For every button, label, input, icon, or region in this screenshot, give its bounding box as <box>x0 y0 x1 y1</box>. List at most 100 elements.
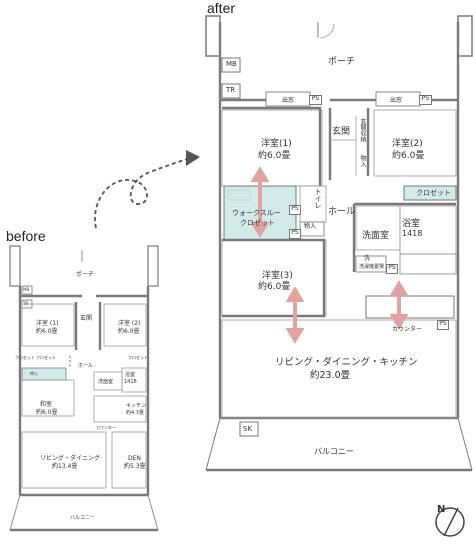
before-washroom-label: 洗面室 <box>98 379 114 385</box>
after-kitchen-counter <box>365 295 455 319</box>
after-bedroom3-wall <box>222 238 326 318</box>
after-kitchen-backcounter <box>399 253 457 275</box>
before-bedroom1 <box>21 303 75 347</box>
after-closet-bar <box>403 185 457 201</box>
after-ps-f: PS <box>437 320 449 330</box>
before-living <box>21 431 107 489</box>
before-den <box>111 431 147 489</box>
before-western2-size: 約6.0畳 <box>118 328 140 335</box>
after-mb-label: MB <box>226 60 237 68</box>
after-toilet-label: トイレ <box>314 188 322 209</box>
after-walkin-hatch <box>227 189 251 201</box>
before-western1-name: 洋室 (1) <box>36 320 59 327</box>
after-balcony-label: バルコニー <box>314 447 354 456</box>
before-bath <box>121 367 147 393</box>
before-kitchen-name: キッチン <box>126 403 147 409</box>
after-ps-c: PS <box>289 205 301 215</box>
after-tr-label: TR <box>226 86 236 94</box>
before-bath-label: 浴室 <box>125 372 136 378</box>
before-balcony-label: バルコニー <box>70 515 95 521</box>
before-storage-bar <box>21 367 67 381</box>
after-walkin-label1: ウォークスルー <box>232 209 281 217</box>
before-japanese-name: 和室 <box>40 401 53 408</box>
before-kitchen-size: 約4.3畳 <box>126 410 144 416</box>
after-arrows <box>250 166 409 344</box>
after-toilet <box>299 185 327 223</box>
after-western1-size: 約6.0畳 <box>258 151 291 161</box>
before-living-name: リビング・ダイニング <box>40 455 101 462</box>
after-mb-box <box>221 57 241 73</box>
before-bedroom2 <box>103 303 147 347</box>
before-living-size: 約13.4畳 <box>52 463 78 470</box>
arrow-walkin-head-down <box>250 222 270 238</box>
after-ps-a: PS <box>309 95 322 105</box>
arrow-counter-head-down <box>389 314 409 330</box>
after-western3-name: 洋室(3) <box>262 271 293 281</box>
before-hall-label: ホール <box>78 363 94 369</box>
after-living-name: リビング・ダイニング・キッチン <box>275 357 418 368</box>
after-porch-label: ポーチ <box>328 57 356 67</box>
after-title: after <box>207 0 236 16</box>
after-wash-space-label: 洗濯機置場 <box>359 264 385 270</box>
after-western2-size: 約6.0畳 <box>392 151 425 161</box>
before-western1-size: 約6.0畳 <box>36 328 58 335</box>
after-ps-e: PS <box>386 264 398 274</box>
before-bath-size: 1418 <box>124 379 137 385</box>
after-washroom <box>355 205 401 251</box>
before-porch-label: ポーチ <box>76 271 95 278</box>
after-wet-walls <box>352 202 456 272</box>
after-bath-name: 浴室 <box>402 219 421 229</box>
after-washroom-label: 洗面室 <box>362 231 390 241</box>
after-living-outline <box>221 319 457 419</box>
after-balcony-side-left <box>205 417 221 471</box>
before-column-left <box>9 245 21 287</box>
after-storage1-label: 物入 <box>359 155 366 167</box>
before-entrance-walls <box>74 302 102 350</box>
after-bath-size: 1418 <box>402 229 423 238</box>
before-den-size: 約5.3畳 <box>124 463 146 470</box>
after-western2-name: 洋室(2) <box>392 139 423 149</box>
before-toilet-label: トイレ <box>68 355 73 367</box>
before-counter-label: カウンター <box>96 425 116 430</box>
after-western1-name: 洋室(1) <box>261 139 292 149</box>
after-shoe-storage-label: 玄関収納 <box>359 118 366 142</box>
after-hall-label: ホール <box>328 207 356 217</box>
before-title: before <box>6 228 46 244</box>
before-tr-label: TR <box>23 301 29 306</box>
before-closet1-label: クロゼット <box>15 355 35 360</box>
after-entrance-lines <box>330 116 357 176</box>
before-mb-box <box>21 285 33 295</box>
before-den-name: DEN <box>128 455 141 462</box>
after-closet-label: クロゼット <box>416 189 451 197</box>
after-entrance-walls <box>328 108 370 180</box>
after-outline <box>218 22 460 420</box>
before-mb-label: MB <box>23 287 30 292</box>
after-window1-label: 出窓 <box>282 97 295 104</box>
before-outline <box>18 286 150 497</box>
after-sk-box <box>239 421 259 437</box>
after-storage2-label: 物入 <box>304 223 317 230</box>
before-entrance-label: 玄関 <box>80 315 93 322</box>
transform-arrow-path <box>94 157 191 229</box>
arrow-counter-head-up <box>389 280 409 296</box>
north-label: N <box>437 504 446 515</box>
arrow-bedroom3-head-up <box>285 286 305 302</box>
after-bedroom1-wall <box>222 106 322 186</box>
arrow-walkin-head-up <box>250 166 270 182</box>
before-closet3-label: クロゼット <box>128 355 148 360</box>
after-porch-door <box>319 23 335 39</box>
after-wash-machine-label: 洗 <box>364 255 371 262</box>
after-western3-size: 約6.0畳 <box>258 282 291 292</box>
arrow-bedroom3-head-down <box>285 328 305 344</box>
before-kitchen <box>93 395 147 423</box>
after-walkin-label2: クロゼット <box>240 219 275 227</box>
after-ps-b: PS <box>419 95 432 105</box>
north-needle <box>443 507 459 537</box>
after-counter-label: カウンター <box>392 326 423 333</box>
after-tr-box <box>221 83 241 99</box>
after-bedroom2-outline <box>373 109 457 177</box>
before-japanese-room <box>21 379 75 417</box>
before-western2-name: 洋室 (2) <box>118 320 141 327</box>
after-balcony-side-right <box>457 417 473 471</box>
after-sk-label: SK <box>243 425 253 433</box>
